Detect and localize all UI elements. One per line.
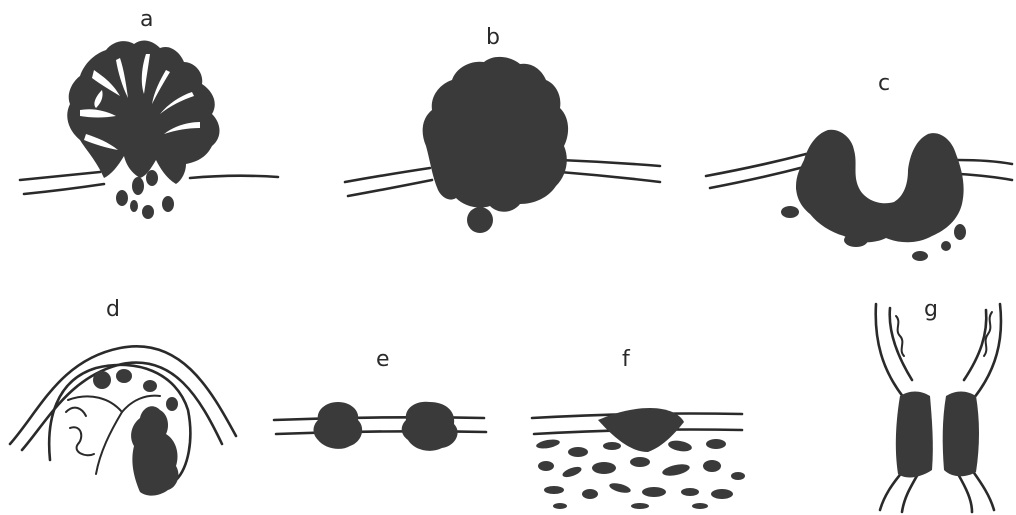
panel-d-wall-nodules (93, 369, 178, 411)
panel-g-left-wall-lower-inner (902, 474, 918, 512)
panel-b-nodular-mass (423, 57, 568, 212)
panel-b-surface-right-upper (560, 160, 660, 166)
panel-d-outer-arc-1 (10, 346, 236, 444)
panel-c-ulcerated-mass (796, 130, 964, 243)
panel-g-right-wall-lower-outer (972, 470, 994, 510)
panel-a-invasive-nests (116, 170, 174, 219)
panel-e-nodule-right (402, 402, 458, 451)
panel-b-label: b (486, 25, 500, 50)
panel-d: d (10, 297, 236, 496)
panel-c-surface-left-lower (710, 166, 808, 188)
panel-c-label: c (878, 71, 890, 96)
panel-b: b (345, 25, 660, 233)
panel-c-surface-left-upper (706, 154, 806, 176)
panel-a: a (20, 7, 278, 219)
panel-b-invasive-nest (467, 207, 493, 233)
panel-a-label: a (140, 7, 153, 32)
panel-e-label: e (376, 347, 390, 372)
panel-d-inner-squiggle-2 (66, 408, 86, 416)
panel-a-surface-upper (20, 172, 100, 180)
panel-g-left-wall-lower-outer (880, 470, 904, 510)
panel-g-right-wall-inner (964, 310, 986, 380)
panel-a-surface-right (190, 176, 278, 178)
panel-d-label: d (106, 297, 120, 322)
panel-e: e (274, 347, 486, 451)
panel-e-nodule-left (314, 402, 363, 449)
panel-a-surface-lower (24, 184, 104, 194)
panel-c-surface-right-lower (960, 174, 1012, 180)
panel-g-right-wall-lower-inner (958, 474, 972, 512)
panel-g-left-tumor (896, 392, 933, 478)
panel-f: f (532, 347, 745, 509)
panel-f-label: f (622, 347, 631, 372)
panel-b-surface-left-upper (345, 168, 430, 182)
panel-b-surface-left-lower (348, 180, 432, 196)
panel-g-left-wall-inner (890, 308, 912, 380)
panel-g-label: g (924, 297, 938, 322)
panel-d-inner-squiggle (70, 427, 94, 455)
panel-g-right-tumor (943, 392, 979, 477)
panel-c: c (706, 71, 1012, 261)
panel-g: g (876, 297, 1001, 512)
panel-b-surface-right-lower (560, 172, 660, 182)
panel-c-surface-right-upper (958, 160, 1012, 164)
panel-d-mural-tumor (131, 406, 178, 495)
